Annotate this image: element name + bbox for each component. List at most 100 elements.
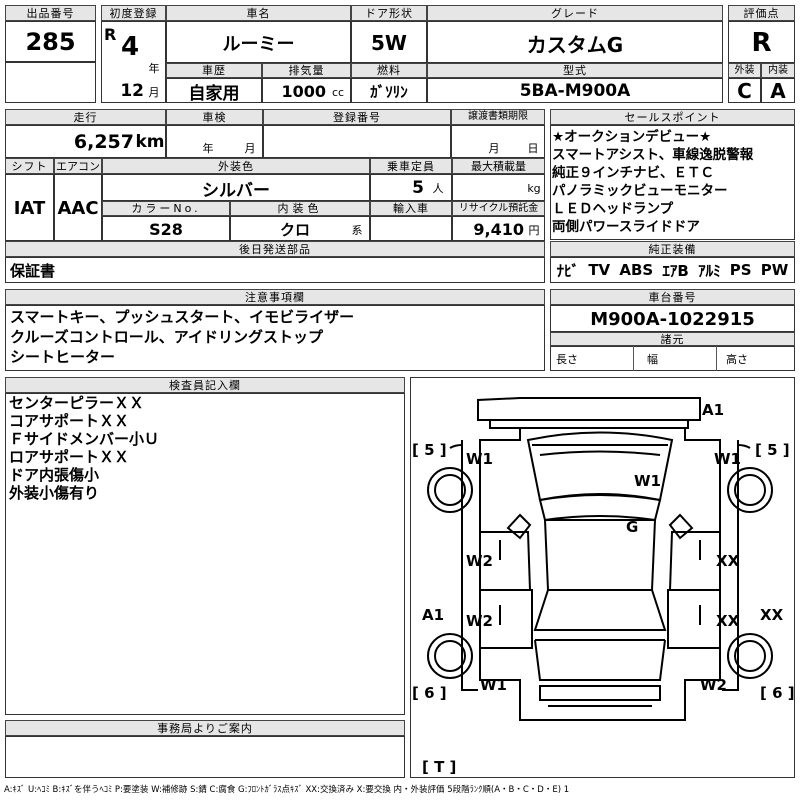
sales-point: 両側パワースライドドア [552,219,700,235]
mark-rocker-r: XX [760,606,784,624]
fuel-header: 燃料 [351,63,427,78]
note-line: クルーズコントロール、アイドリングストップ [10,328,324,346]
mileage-box [5,125,166,158]
sales-point: ★オークションデビュー★ [552,129,712,145]
equipment-item: PS [729,261,752,279]
mark-roof: G [626,518,638,536]
grade-box [427,21,723,63]
fuel-value: ｶﾞｿﾘﾝ [370,82,408,101]
tire-fr-mark: [ 5 ] [755,441,790,459]
spare-tire-mark: [ T ] [422,758,456,776]
inspector-note: ロアサポートＸＸ [9,448,130,466]
later-items-value: 保証書 [10,261,56,280]
interior-box [761,78,795,103]
sales-points-list: ★オークションデビュー★ スマートアシスト、車線逸脱警報 純正９インチナビ、ＥＴ… [552,128,793,236]
equipment-item: ｱﾙﾐ [698,261,721,280]
lot-no-box [5,21,96,62]
mark-rocker-l: A1 [422,606,444,624]
shift-header: シフト [5,158,54,174]
month-value: 12 [120,81,144,101]
aircon-value: AAC [57,197,99,219]
lot-no-value: 285 [25,28,76,56]
aircon-header: エアコン [54,158,102,174]
sales-points-header: セールスポイント [550,109,795,125]
model-header: 型式 [427,63,723,78]
equipment-box [550,257,795,283]
grade-value: カスタムG [526,32,624,57]
import-header: 輸入車 [370,201,452,216]
score-header: 評価点 [728,5,795,21]
ext-color-value: シルバー [202,180,270,201]
model-value: 5BA-M900A [519,81,631,101]
color-no-value: S28 [149,219,183,239]
month-unit: 月 [148,86,160,99]
mark-rear-door-l: W2 [466,612,493,630]
fuel-box [351,78,427,103]
inspector-note: コアサポートＸＸ [9,412,130,430]
history-header: 車歴 [166,63,262,78]
int-color-value: クロ [279,220,310,239]
sales-points-box [550,125,795,240]
reg-no-header: 登録番号 [263,109,451,125]
inspector-notes: センターピラーＸＸ コアサポートＸＸ Ｆサイドメンバー小Ｕ ロアサポートＸＸ ド… [9,394,399,502]
sales-point: スマートアシスト、車線逸脱警報 [552,147,754,163]
displacement-value: 1000 [281,81,326,101]
aircon-box [54,174,102,241]
mark-rear-door-r: XX [716,612,740,630]
equipment-item: TV [588,261,611,279]
color-no-header: カラーNo. [102,201,230,216]
notes-list: スマートキー、プッシュスタート、イモビライザー クルーズコントロール、アイドリン… [10,307,540,367]
equipment-list: ﾅﾋﾞ TV ABS ｴｱB ｱﾙﾐ PS PW [552,258,793,282]
later-items-box [5,257,545,283]
shift-box [5,174,54,241]
equipment-item: ﾅﾋﾞ [556,261,580,280]
inspector-note: ドア内張傷小 [9,466,100,484]
capacity-header: 乗車定員 [370,158,452,174]
legend: A:ｷｽﾞ U:ﾍｺﾐ B:ｷｽﾞを伴うﾍｺﾐ P:要塗装 W:補修跡 S:錆 … [4,785,570,795]
notes-box [5,305,545,371]
int-color-unit: 系 [351,224,363,237]
dimensions-box [550,346,795,371]
door-value: 5W [371,31,407,55]
sales-point: パノラミックビューモニター [552,183,728,199]
inspection-box [166,125,263,158]
capacity-value: 5 [412,178,424,198]
mark-front-fender-l: W1 [466,450,493,468]
score-value: R [751,28,772,58]
dimensions-header: 諸元 [550,332,795,346]
car-name-value: ルーミー [222,34,295,55]
displacement-header: 排気量 [262,63,351,78]
chassis-no-box [550,305,795,332]
score-box [728,21,795,63]
equipment-item: PW [760,261,789,279]
length-label: 長さ [556,353,578,366]
office-header: 事務局よりご案内 [5,720,405,736]
equipment-item: ｴｱB [662,261,689,280]
history-value: 自家用 [188,83,240,104]
history-box [166,78,262,103]
recycle-header: リサイクル預託金 [452,201,545,216]
interior-score: A [770,79,786,103]
year-unit: 年 [148,62,160,75]
mileage-unit: km [135,132,165,152]
equipment-item: ABS [619,261,654,279]
chassis-no-value: M900A-1022915 [590,308,755,330]
inspection-header: 車検 [166,109,263,125]
recycle-unit: 円 [528,224,540,237]
int-color-header: 内装色 [230,201,370,216]
year-value: 4 [120,32,140,62]
era-value: R [104,24,117,44]
mark-front-door-r: XX [716,552,740,570]
displacement-box [262,78,351,103]
capacity-unit: 人 [432,182,444,195]
mark-rear-fender-l: W1 [480,676,507,694]
mark-front-bumper: A1 [702,401,724,419]
mark-hood: W1 [634,472,661,490]
inspector-box [5,393,405,715]
tire-fl-mark: [ 5 ] [412,441,447,459]
capacity-box [370,174,452,201]
mark-front-fender-r: W1 [714,450,741,468]
recycle-value: 9,410 [473,219,524,239]
exterior-box [728,78,761,103]
transfer-deadline-header: 譲渡書類期限 [451,109,545,125]
